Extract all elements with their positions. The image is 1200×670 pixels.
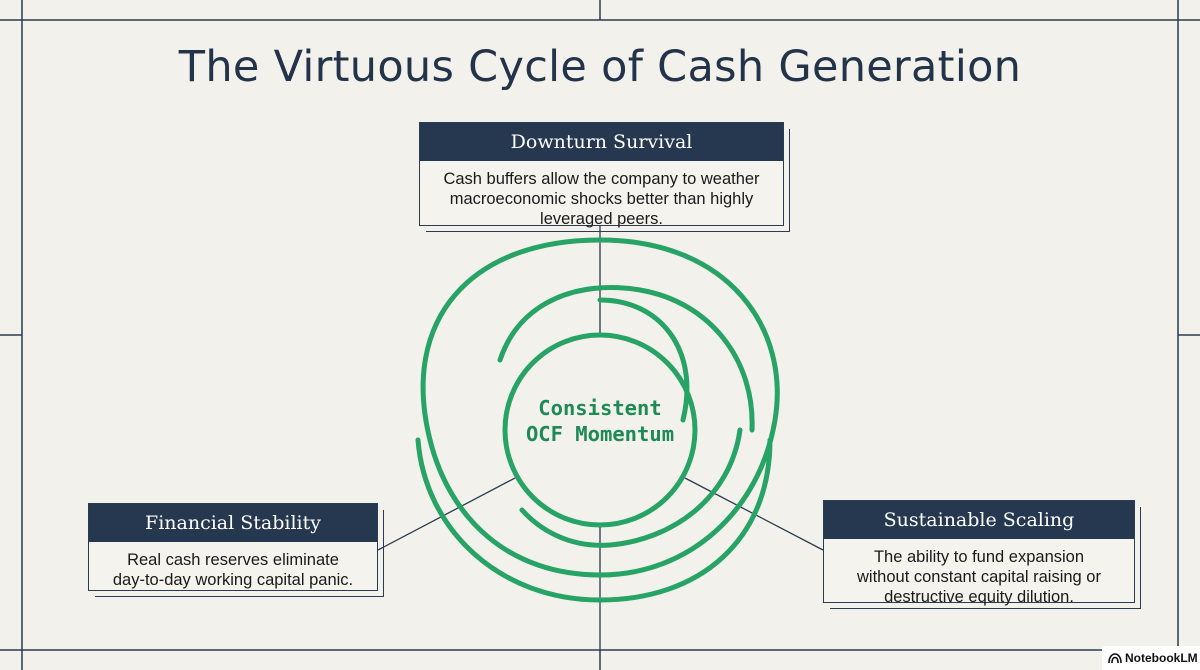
center-label-line-1: Consistent bbox=[538, 396, 662, 420]
card-left-body: Real cash reserves eliminate day-to-day … bbox=[89, 542, 377, 590]
connector-left bbox=[377, 477, 516, 551]
inner-cycle-ring bbox=[502, 332, 698, 528]
center-label-line-2: OCF Momentum bbox=[525, 422, 675, 446]
card-downturn-survival: Downturn Survival Cash buffers allow the… bbox=[419, 122, 790, 232]
cycle-spiral bbox=[415, 237, 780, 603]
card-top-line-2: macroeconomic shocks better than highly bbox=[449, 190, 754, 208]
badge-label: NotebookLM bbox=[1125, 651, 1198, 665]
card-right-body: The ability to fund expansion without co… bbox=[824, 539, 1134, 607]
notebooklm-badge: NotebookLM bbox=[1102, 646, 1200, 670]
inner-return-arc bbox=[519, 427, 743, 548]
card-sustainable-scaling: Sustainable Scaling The ability to fund … bbox=[823, 500, 1141, 609]
card-right-line-3: destructive equity dilution. bbox=[884, 588, 1074, 606]
lower-swirl-arc bbox=[415, 437, 773, 603]
card-right-heading: Sustainable Scaling bbox=[824, 501, 1134, 539]
page-title: The Virtuous Cycle of Cash Generation bbox=[178, 42, 1022, 92]
card-top-heading: Downturn Survival bbox=[420, 123, 783, 161]
notebooklm-logo-icon bbox=[1108, 653, 1122, 663]
card-top-line-3: leveraged peers. bbox=[540, 210, 663, 228]
inner-swirl-arc bbox=[497, 285, 755, 433]
card-right-line-2: without constant capital raising or bbox=[857, 568, 1101, 586]
card-financial-stability: Financial Stability Real cash reserves e… bbox=[88, 503, 384, 597]
outer-spiral-tail bbox=[427, 437, 603, 578]
card-right-line-1: The ability to fund expansion bbox=[873, 548, 1085, 566]
center-label: Consistent OCF Momentum bbox=[490, 395, 710, 447]
card-top-line-1: Cash buffers allow the company to weathe… bbox=[443, 170, 760, 188]
card-left-heading: Financial Stability bbox=[89, 504, 377, 542]
card-left-line-1: Real cash reserves eliminate bbox=[127, 551, 339, 569]
card-left-line-2: day-to-day working capital panic. bbox=[112, 571, 354, 589]
outer-spiral-arc bbox=[420, 237, 780, 578]
card-top-body: Cash buffers allow the company to weathe… bbox=[420, 161, 783, 229]
inner-curl-arc bbox=[597, 297, 690, 423]
